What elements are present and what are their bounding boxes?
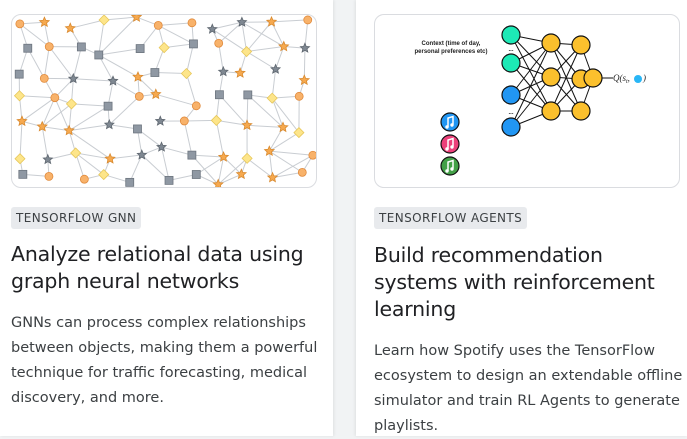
graph-node — [95, 51, 103, 59]
ellipsis: ... — [508, 47, 513, 53]
graph-node — [66, 23, 76, 32]
graph-node — [156, 116, 165, 125]
graph-node — [40, 17, 50, 26]
graph-node — [135, 92, 143, 100]
graph-network-illustration — [12, 15, 316, 187]
graph-node — [304, 16, 312, 24]
input-node — [502, 26, 520, 44]
input-node — [502, 86, 520, 104]
graph-node — [151, 69, 159, 77]
graph-node — [211, 115, 221, 125]
graph-node — [45, 43, 53, 51]
card-tensorflow-gnn[interactable]: TENSORFLOW GNN Analyze relational data u… — [0, 0, 333, 436]
graph-node — [159, 43, 169, 53]
input-node — [502, 54, 520, 72]
action-token — [634, 75, 642, 83]
graph-node — [43, 155, 52, 164]
graph-node — [267, 93, 277, 103]
graph-node — [154, 21, 162, 29]
graph-node — [157, 142, 166, 151]
graph-node — [192, 170, 200, 178]
graph-node — [219, 67, 228, 76]
graph-node — [235, 68, 245, 77]
q-value-label: Q(st, — [613, 73, 630, 85]
graph-node — [300, 75, 310, 84]
hidden-node — [542, 68, 560, 86]
graph-node — [15, 154, 25, 164]
graph-node — [99, 170, 109, 180]
graph-node — [16, 20, 24, 28]
graph-node — [24, 44, 32, 52]
graph-node — [17, 116, 27, 125]
graph-node — [267, 17, 277, 26]
graph-node — [295, 92, 303, 100]
card-description: GNNs can process complex relationships b… — [11, 311, 327, 411]
graph-node — [298, 168, 306, 176]
music-note-icon — [441, 135, 459, 153]
graph-node — [268, 173, 278, 182]
graph-node — [126, 178, 134, 186]
context-label: personal preferences etc) — [414, 49, 487, 55]
input-node — [502, 118, 520, 136]
graph-node — [188, 151, 196, 159]
context-label: Context (time of day, — [422, 41, 481, 47]
hidden-node — [542, 34, 560, 52]
graph-node — [133, 125, 141, 133]
graph-node — [180, 117, 188, 125]
hidden-node — [542, 102, 560, 120]
graph-node — [189, 40, 197, 48]
card-description: Learn how Spotify uses the TensorFlow ec… — [374, 339, 684, 439]
card-title[interactable]: Analyze relational data using graph neur… — [11, 241, 326, 295]
graph-node — [19, 170, 27, 178]
graph-node — [294, 128, 304, 138]
music-note-icon — [441, 157, 459, 175]
graph-node — [136, 45, 144, 53]
output-node — [584, 69, 602, 87]
graph-node — [15, 91, 25, 101]
graph-node — [99, 15, 109, 25]
graph-node — [77, 43, 85, 51]
graph-node — [104, 102, 112, 110]
graph-node — [165, 176, 173, 184]
hidden-node — [572, 36, 590, 54]
graph-node — [300, 43, 309, 52]
graph-node — [51, 94, 59, 102]
graph-node — [40, 74, 48, 82]
music-note-icon — [441, 113, 459, 131]
hidden-node — [572, 102, 590, 120]
graph-node — [80, 175, 88, 183]
graph-node — [215, 91, 223, 99]
graph-node — [244, 91, 252, 99]
graph-node — [38, 122, 48, 131]
graph-node — [309, 151, 316, 159]
product-badge: TENSORFLOW GNN — [11, 207, 141, 229]
svg-text:): ) — [642, 73, 646, 83]
graph-node — [105, 154, 115, 163]
ellipsis: ... — [508, 110, 513, 116]
graph-node — [279, 42, 289, 51]
graph-node — [15, 70, 23, 78]
graph-node — [45, 172, 53, 180]
graph-node — [271, 65, 280, 74]
card-tensorflow-agents[interactable]: Context (time of day, personal preferenc… — [356, 0, 687, 436]
graph-network-image — [11, 14, 317, 188]
graph-node — [71, 148, 81, 158]
neural-network-diagram: Context (time of day, personal preferenc… — [375, 15, 679, 187]
graph-node — [181, 69, 191, 79]
card-title[interactable]: Build recommendation systems with reinfo… — [374, 242, 679, 323]
graph-node — [192, 102, 200, 110]
neural-network-image: Context (time of day, personal preferenc… — [374, 14, 680, 188]
graph-node — [108, 76, 117, 85]
product-badge: TENSORFLOW AGENTS — [374, 207, 527, 229]
graph-node — [188, 19, 196, 27]
graph-node — [215, 39, 223, 47]
graph-node — [66, 99, 76, 109]
